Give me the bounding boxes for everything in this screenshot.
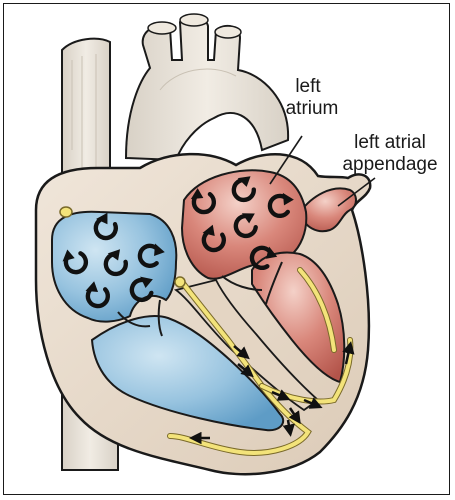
aorta xyxy=(126,14,288,160)
atrioventricular-node xyxy=(175,277,185,287)
sinoatrial-node xyxy=(60,207,72,217)
left-atrium-label-line2: atrium xyxy=(286,98,339,119)
left-atrial-appendage-label-line1: left atrial xyxy=(354,132,426,153)
left-atrial-appendage-label-line2: appendage xyxy=(342,154,437,175)
left-atrium-label-line1: left xyxy=(295,76,321,97)
